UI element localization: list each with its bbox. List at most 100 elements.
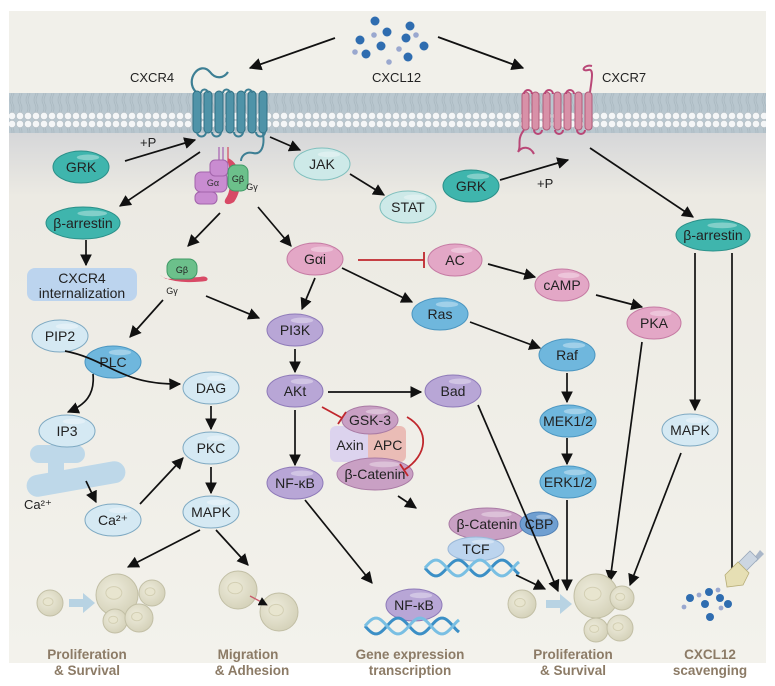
node-grk-left-shape <box>52 150 110 184</box>
node-beta-catenin-shape <box>336 457 414 491</box>
migration-arrow-icon <box>249 595 268 606</box>
node-pip2: PIP2 <box>31 319 89 353</box>
node-pka-highlight <box>649 310 672 317</box>
arrow-ac-to-camp <box>487 263 537 280</box>
node-beta-catenin: β-Catenin <box>336 457 414 491</box>
ca-er-label: Ca²⁺ <box>24 497 52 512</box>
node-mapk-left: MAPK <box>182 495 240 529</box>
arrow-pka-to-prolif <box>605 341 643 583</box>
node-ras-highlight <box>435 301 459 308</box>
node-nfkb-label: NF-κB <box>275 475 315 491</box>
arrow-mapk-left-to-prolif <box>126 529 201 568</box>
outcome-proliferation-left-line1: Proliferation <box>47 647 127 662</box>
outcome-scavenging-line2: scavenging <box>673 663 747 678</box>
gbg-gamma-label: Gγ <box>166 286 178 296</box>
node-jak-label: JAK <box>309 156 335 172</box>
cell-icon <box>102 608 128 634</box>
outcome-scavenging-line1: CXCL12 <box>684 647 736 662</box>
node-erk-label: ERK1/2 <box>544 474 592 490</box>
inhibit-gai-ac <box>358 252 425 268</box>
arrow-cxcr4-to-jak <box>269 136 302 152</box>
node-dag-label: DAG <box>196 380 226 396</box>
g-beta-label: Gβ <box>232 174 244 184</box>
node-mapk-right-shape <box>661 413 719 447</box>
node-cbp-shape <box>519 511 559 537</box>
node-beta-arrestin-left: β-arrestin <box>45 206 121 240</box>
node-jak-highlight <box>317 151 341 158</box>
phosphorylation-label-right: +P <box>537 176 553 191</box>
node-akt-shape <box>266 374 324 408</box>
arrow-grk-left-to-cxcr4 <box>124 137 197 162</box>
arrow-cxcl12-to-cxcr4 <box>248 37 336 71</box>
node-bad: Bad <box>424 374 482 408</box>
gbg-beta-label: Gβ <box>176 265 188 275</box>
node-grk-left-highlight <box>76 154 100 161</box>
node-pka-label: PKA <box>640 315 669 331</box>
cxcr4-internalization-box <box>27 268 137 301</box>
arrow-bad-to-prolif <box>477 404 560 593</box>
node-pkc: PKC <box>182 431 240 465</box>
node-tcf: TCF <box>447 536 505 562</box>
node-bad-highlight <box>448 378 472 385</box>
node-ac-label: AC <box>445 252 464 268</box>
node-dag-shape <box>182 371 240 405</box>
arrow-mapk-left-to-migration <box>215 529 249 566</box>
arrow-cxcl12-to-cxcr7 <box>437 36 525 71</box>
node-grk-right-highlight <box>466 173 490 180</box>
cxcr4-receptor-icon <box>190 67 268 162</box>
node-bad-label: Bad <box>441 383 466 399</box>
node-pka: PKA <box>626 306 682 340</box>
node-tcf-label: TCF <box>462 541 489 557</box>
node-mapk-right-highlight <box>685 417 709 424</box>
node-pip2-highlight <box>55 323 79 330</box>
node-pi3k-label: PI3K <box>280 322 311 338</box>
extracellular-space <box>9 11 766 93</box>
node-plc: PLC <box>84 345 142 379</box>
node-stat-highlight <box>403 194 427 201</box>
node-akt-label: AKt <box>284 383 307 399</box>
node-beta-arrestin-right-label: β-arrestin <box>683 227 742 243</box>
g-alpha-label: Gα <box>207 178 219 188</box>
apc-box <box>368 426 406 462</box>
node-beta-arrestin-right-shape <box>675 218 751 252</box>
node-ras: Ras <box>411 297 469 331</box>
g-beta-gamma-icon: Gβ Gγ <box>160 258 208 296</box>
g-protein-trimer-icon: Gα Gβ Gγ <box>194 147 258 205</box>
cell-icon <box>218 570 258 610</box>
node-stat-label: STAT <box>391 199 425 215</box>
node-gsk3: GSK-3 <box>341 405 399 435</box>
arrow-ca-to-pkc <box>139 457 184 505</box>
node-raf-highlight <box>562 342 586 349</box>
node-beta-catenin-label: β-Catenin <box>345 466 406 482</box>
node-nfkb-highlight <box>290 470 314 477</box>
node-pka-shape <box>626 306 682 340</box>
cxcl12-ligand-icon <box>352 16 429 65</box>
node-ras-label: Ras <box>428 306 453 322</box>
arrow-gai-to-ras <box>341 267 414 303</box>
node-tcf-highlight <box>471 539 495 544</box>
endoplasmic-reticulum-icon <box>26 445 126 497</box>
arrow-grk-right-to-cxcr7 <box>499 157 570 181</box>
node-pip2-label: PIP2 <box>45 328 76 344</box>
node-mapk-left-shape <box>182 495 240 529</box>
phosphorylation-label-left: +P <box>140 135 156 150</box>
cxcr7-label: CXCR7 <box>602 70 646 85</box>
node-ca-shape <box>84 503 142 537</box>
node-beta-catenin-highlight <box>369 461 400 468</box>
cytoplasm <box>9 133 766 663</box>
node-gai-label: Gαi <box>304 251 326 267</box>
cell-icon <box>259 592 299 632</box>
node-erk: ERK1/2 <box>539 465 597 499</box>
node-plc-shape <box>84 345 142 379</box>
node-ip3-label: IP3 <box>56 423 77 439</box>
node-stat-shape <box>379 190 437 224</box>
cell-icon <box>507 589 537 619</box>
node-camp-shape <box>534 268 590 302</box>
outcome-migration-line2: & Adhesion <box>215 663 290 678</box>
cell-icon <box>606 614 634 642</box>
arrow-jak-to-stat <box>349 173 386 196</box>
node-raf-label: Raf <box>556 347 578 363</box>
arrow-ras-to-raf <box>469 321 542 350</box>
node-beta-arrestin-right: β-arrestin <box>675 218 751 252</box>
node-mapk-right: MAPK <box>661 413 719 447</box>
